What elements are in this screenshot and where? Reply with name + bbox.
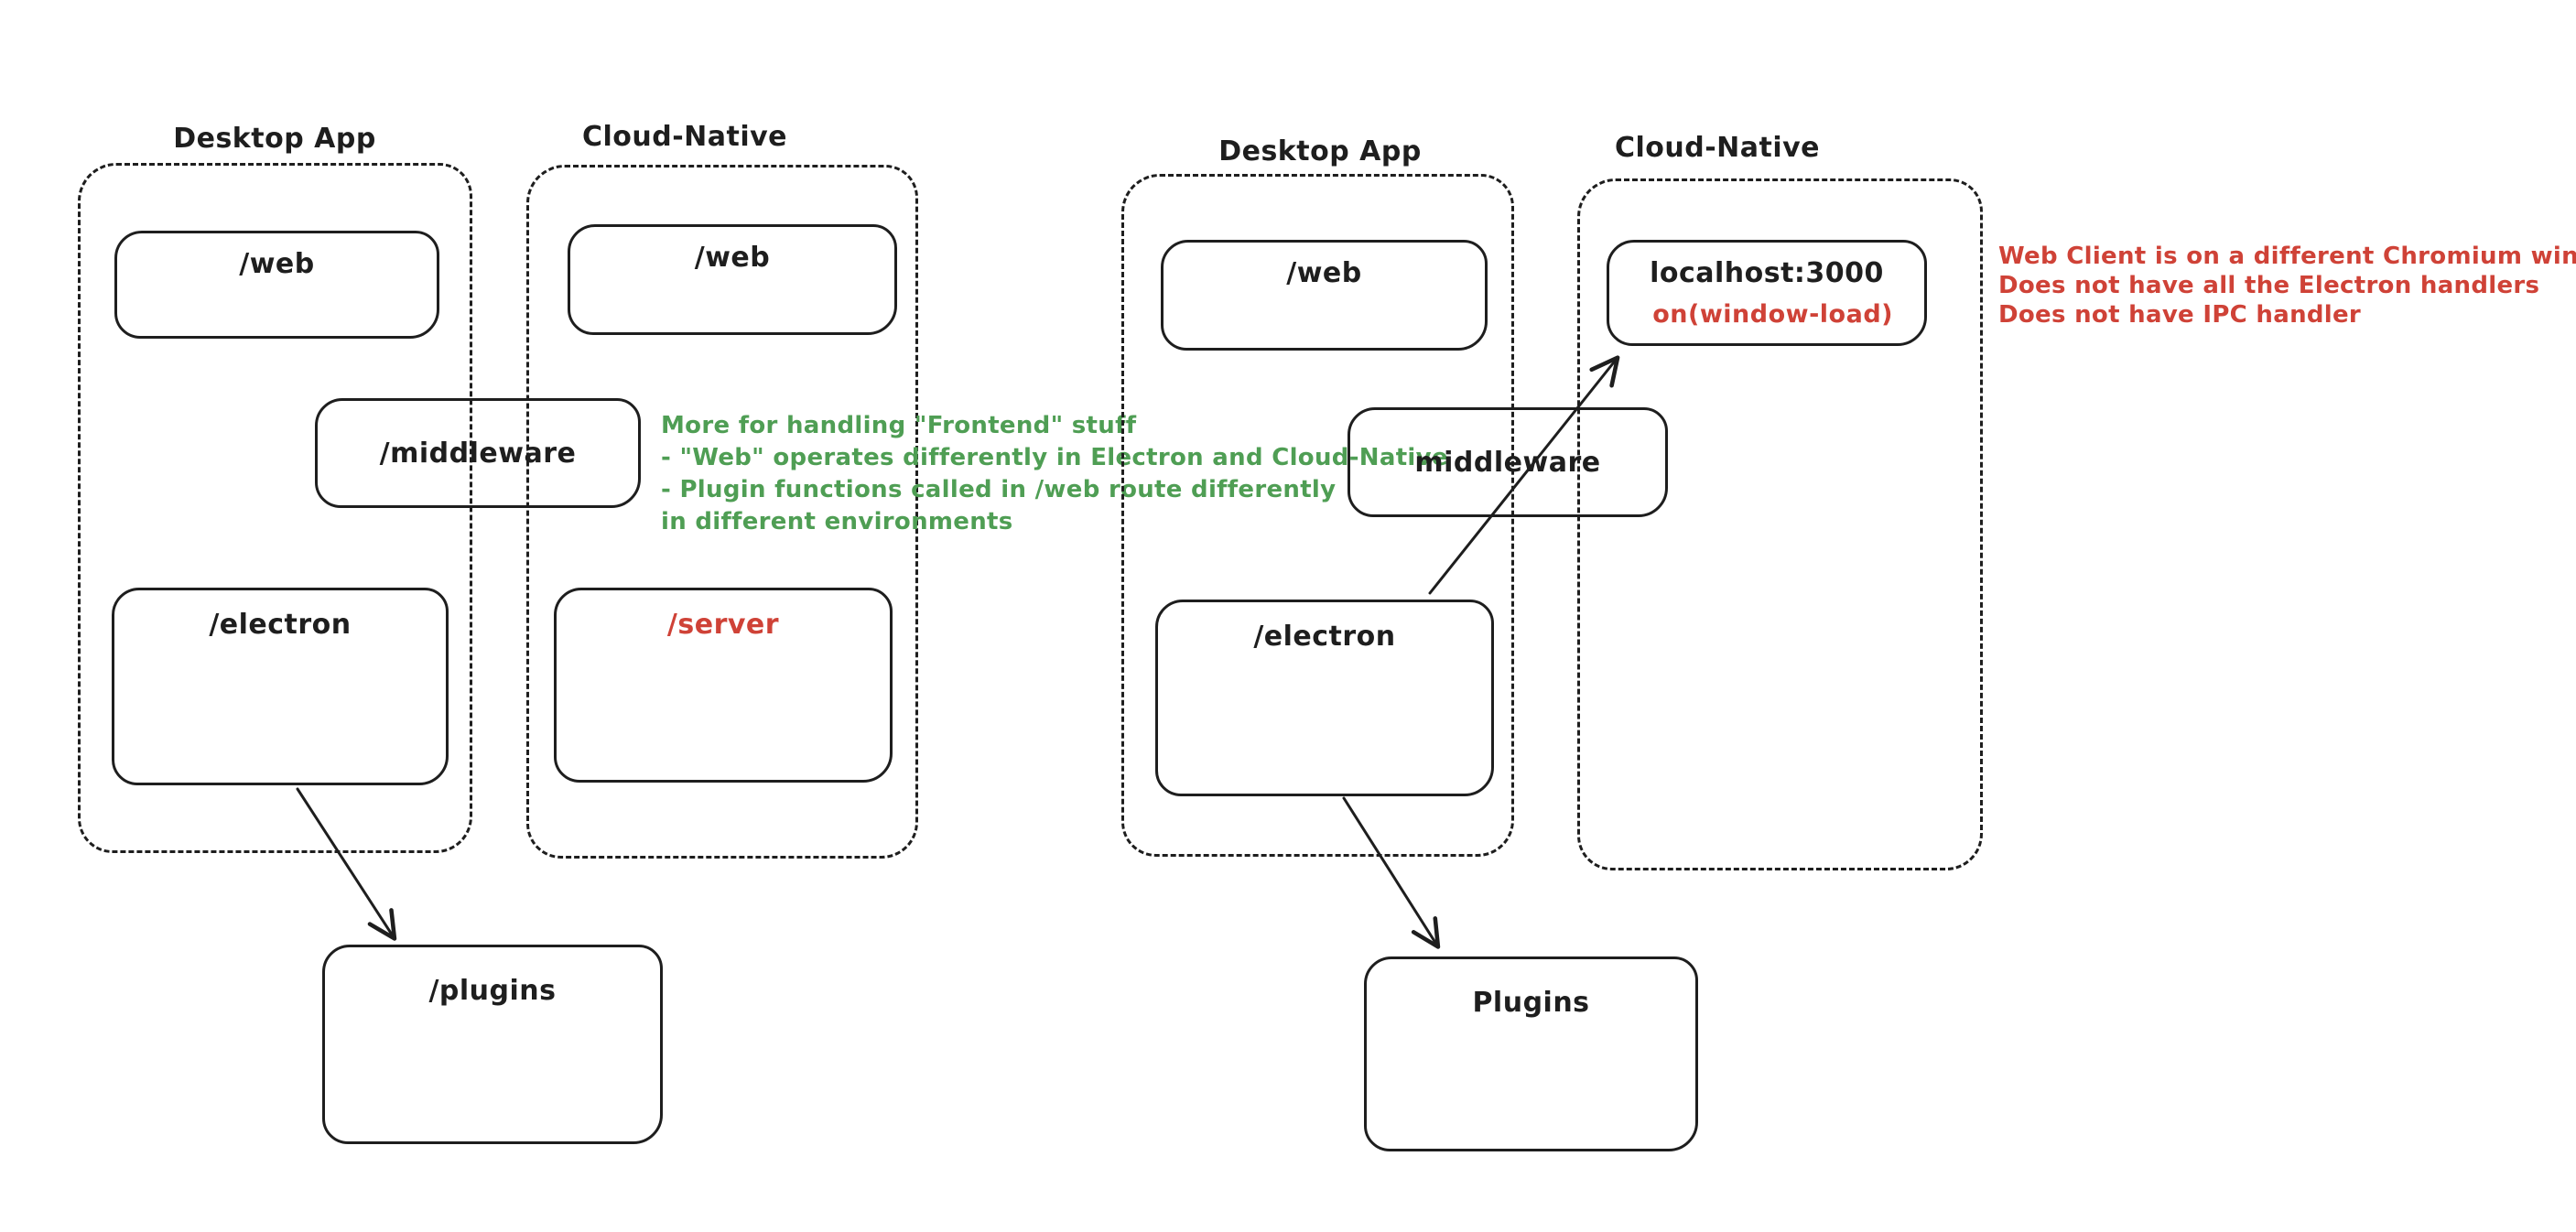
box-web-2: /web [1161,240,1488,351]
box-web-2-label: /web [1286,257,1362,289]
box-electron-1: /electron [112,588,449,785]
box-plugins-1: /plugins [322,945,663,1144]
box-web-desktop-1: /web [114,231,439,339]
box-plugins-2: Plugins [1364,956,1698,1151]
container-label-desktop-app-1: Desktop App [173,123,376,155]
on-window-load-label: on(window-load) [1652,300,1893,329]
container-desktop-app-1 [78,163,472,853]
box-middleware-2-label: middleware [1414,446,1601,479]
box-plugins-1-label: /plugins [428,975,557,1007]
box-electron-1-label: /electron [209,609,352,641]
container-label-desktop-app-2: Desktop App [1218,135,1422,168]
box-middleware-1-label: /middleware [379,437,577,470]
red-note: Web Client is on a different Chromium wi… [1998,242,2576,330]
box-electron-2: /electron [1155,600,1494,796]
container-label-cloud-native-2: Cloud-Native [1614,132,1821,164]
box-server-1-label: /server [666,609,780,641]
container-cloud-native-1 [526,165,918,859]
box-server-1: /server [554,588,893,783]
container-label-cloud-native-1: Cloud-Native [581,121,788,153]
box-web-desktop-1-label: /web [239,248,315,280]
green-note-line-3: - Plugin functions called in /web route … [661,476,1337,503]
box-web-cloud-1: /web [568,224,897,335]
red-note-line-3: Does not have IPC handler [1998,301,2362,329]
box-middleware-1: /middleware [315,398,641,508]
green-note-line-2: - "Web" operates differently in Electron… [661,444,1448,471]
green-note-line-4: in different environments [661,508,1013,535]
green-note: More for handling "Frontend" stuff - "We… [661,410,1448,538]
box-web-cloud-1-label: /web [694,242,771,274]
box-middleware-2: middleware [1348,407,1668,517]
box-plugins-2-label: Plugins [1472,987,1590,1019]
box-electron-2-label: /electron [1253,621,1396,653]
red-note-line-2: Does not have all the Electron handlers [1998,272,2540,299]
box-localhost-3000: localhost:3000 on(window-load) [1607,240,1927,346]
green-note-line-1: More for handling "Frontend" stuff [661,412,1137,439]
box-localhost-3000-label: localhost:3000 [1650,257,1884,289]
red-note-line-1: Web Client is on a different Chromium wi… [1998,243,2576,270]
